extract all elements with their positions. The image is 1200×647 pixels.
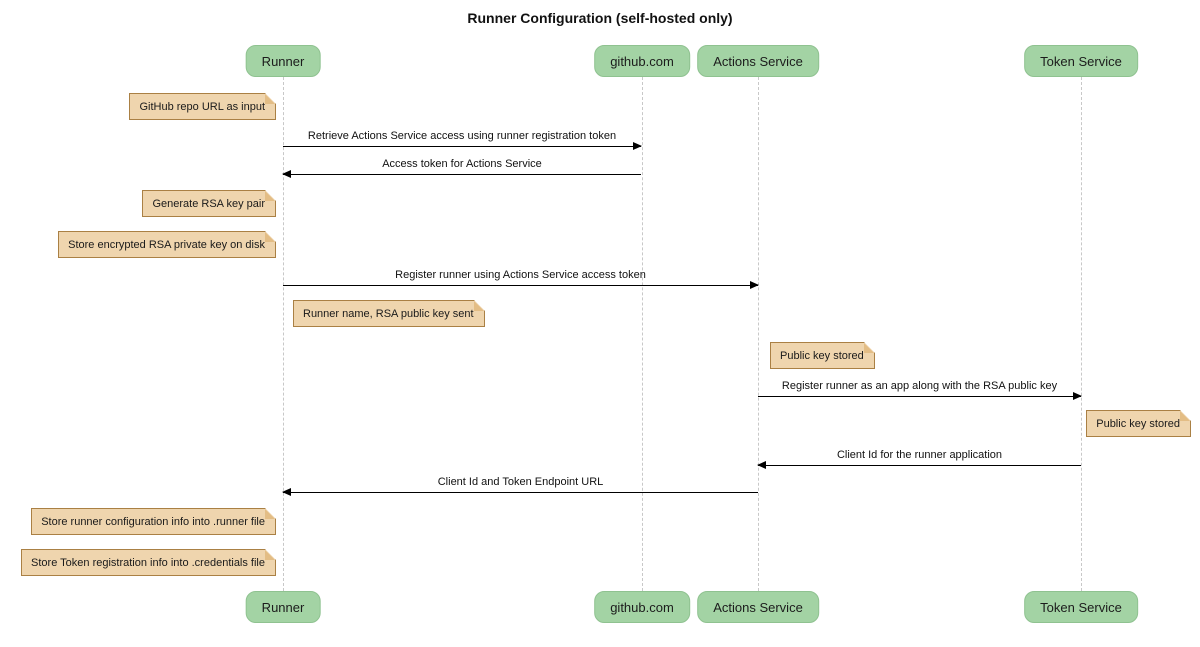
message-label: Access token for Actions Service bbox=[382, 158, 542, 170]
message-access-token: Access token for Actions Service bbox=[282, 155, 641, 178]
message-label: Register runner as an app along with the… bbox=[781, 380, 1058, 392]
message-line bbox=[282, 488, 758, 496]
participant-runner-bottom: Runner bbox=[245, 591, 321, 623]
participant-actions-service-top: Actions Service bbox=[697, 45, 819, 77]
message-line bbox=[283, 142, 642, 150]
message-line bbox=[282, 170, 641, 178]
participant-github-top: github.com bbox=[594, 45, 690, 77]
participant-token-service-top: Token Service bbox=[1024, 45, 1138, 77]
arrowhead-right-icon bbox=[1073, 392, 1082, 400]
note-store-private-key: Store encrypted RSA private key on disk bbox=[58, 231, 276, 258]
arrowhead-left-icon bbox=[282, 170, 291, 178]
message-line bbox=[283, 281, 759, 289]
message-client-id-endpoint: Client Id and Token Endpoint URL bbox=[282, 473, 758, 496]
diagram-title: Runner Configuration (self-hosted only) bbox=[467, 10, 733, 26]
arrowhead-right-icon bbox=[633, 142, 642, 150]
participant-token-service-bottom: Token Service bbox=[1024, 591, 1138, 623]
participant-runner-top: Runner bbox=[245, 45, 321, 77]
arrowhead-left-icon bbox=[282, 488, 291, 496]
lifeline-github bbox=[642, 77, 643, 591]
message-line bbox=[758, 392, 1082, 400]
note-generate-rsa: Generate RSA key pair bbox=[142, 190, 276, 217]
participant-github-bottom: github.com bbox=[594, 591, 690, 623]
note-store-runner-file: Store runner configuration info into .ru… bbox=[31, 508, 276, 535]
note-github-repo-url: GitHub repo URL as input bbox=[129, 93, 276, 120]
message-label: Client Id and Token Endpoint URL bbox=[437, 476, 604, 488]
message-retrieve-actions-access: Retrieve Actions Service access using ru… bbox=[283, 127, 642, 150]
note-public-key-stored-token: Public key stored bbox=[1086, 410, 1191, 437]
arrowhead-left-icon bbox=[757, 461, 766, 469]
note-store-credentials-file: Store Token registration info into .cred… bbox=[21, 549, 276, 576]
participant-actions-service-bottom: Actions Service bbox=[697, 591, 819, 623]
lifeline-actions-service bbox=[758, 77, 759, 591]
lifeline-token-service bbox=[1081, 77, 1082, 591]
message-client-id-runner-app: Client Id for the runner application bbox=[757, 446, 1081, 469]
lifeline-runner bbox=[283, 77, 284, 591]
message-register-app: Register runner as an app along with the… bbox=[758, 377, 1082, 400]
message-label: Register runner using Actions Service ac… bbox=[395, 269, 646, 281]
note-public-key-stored-actions: Public key stored bbox=[770, 342, 875, 369]
message-label: Client Id for the runner application bbox=[836, 449, 1003, 461]
arrowhead-right-icon bbox=[750, 281, 759, 289]
message-line bbox=[757, 461, 1081, 469]
note-runner-name-sent: Runner name, RSA public key sent bbox=[293, 300, 485, 327]
message-label: Retrieve Actions Service access using ru… bbox=[307, 130, 617, 142]
message-register-runner: Register runner using Actions Service ac… bbox=[283, 266, 759, 289]
